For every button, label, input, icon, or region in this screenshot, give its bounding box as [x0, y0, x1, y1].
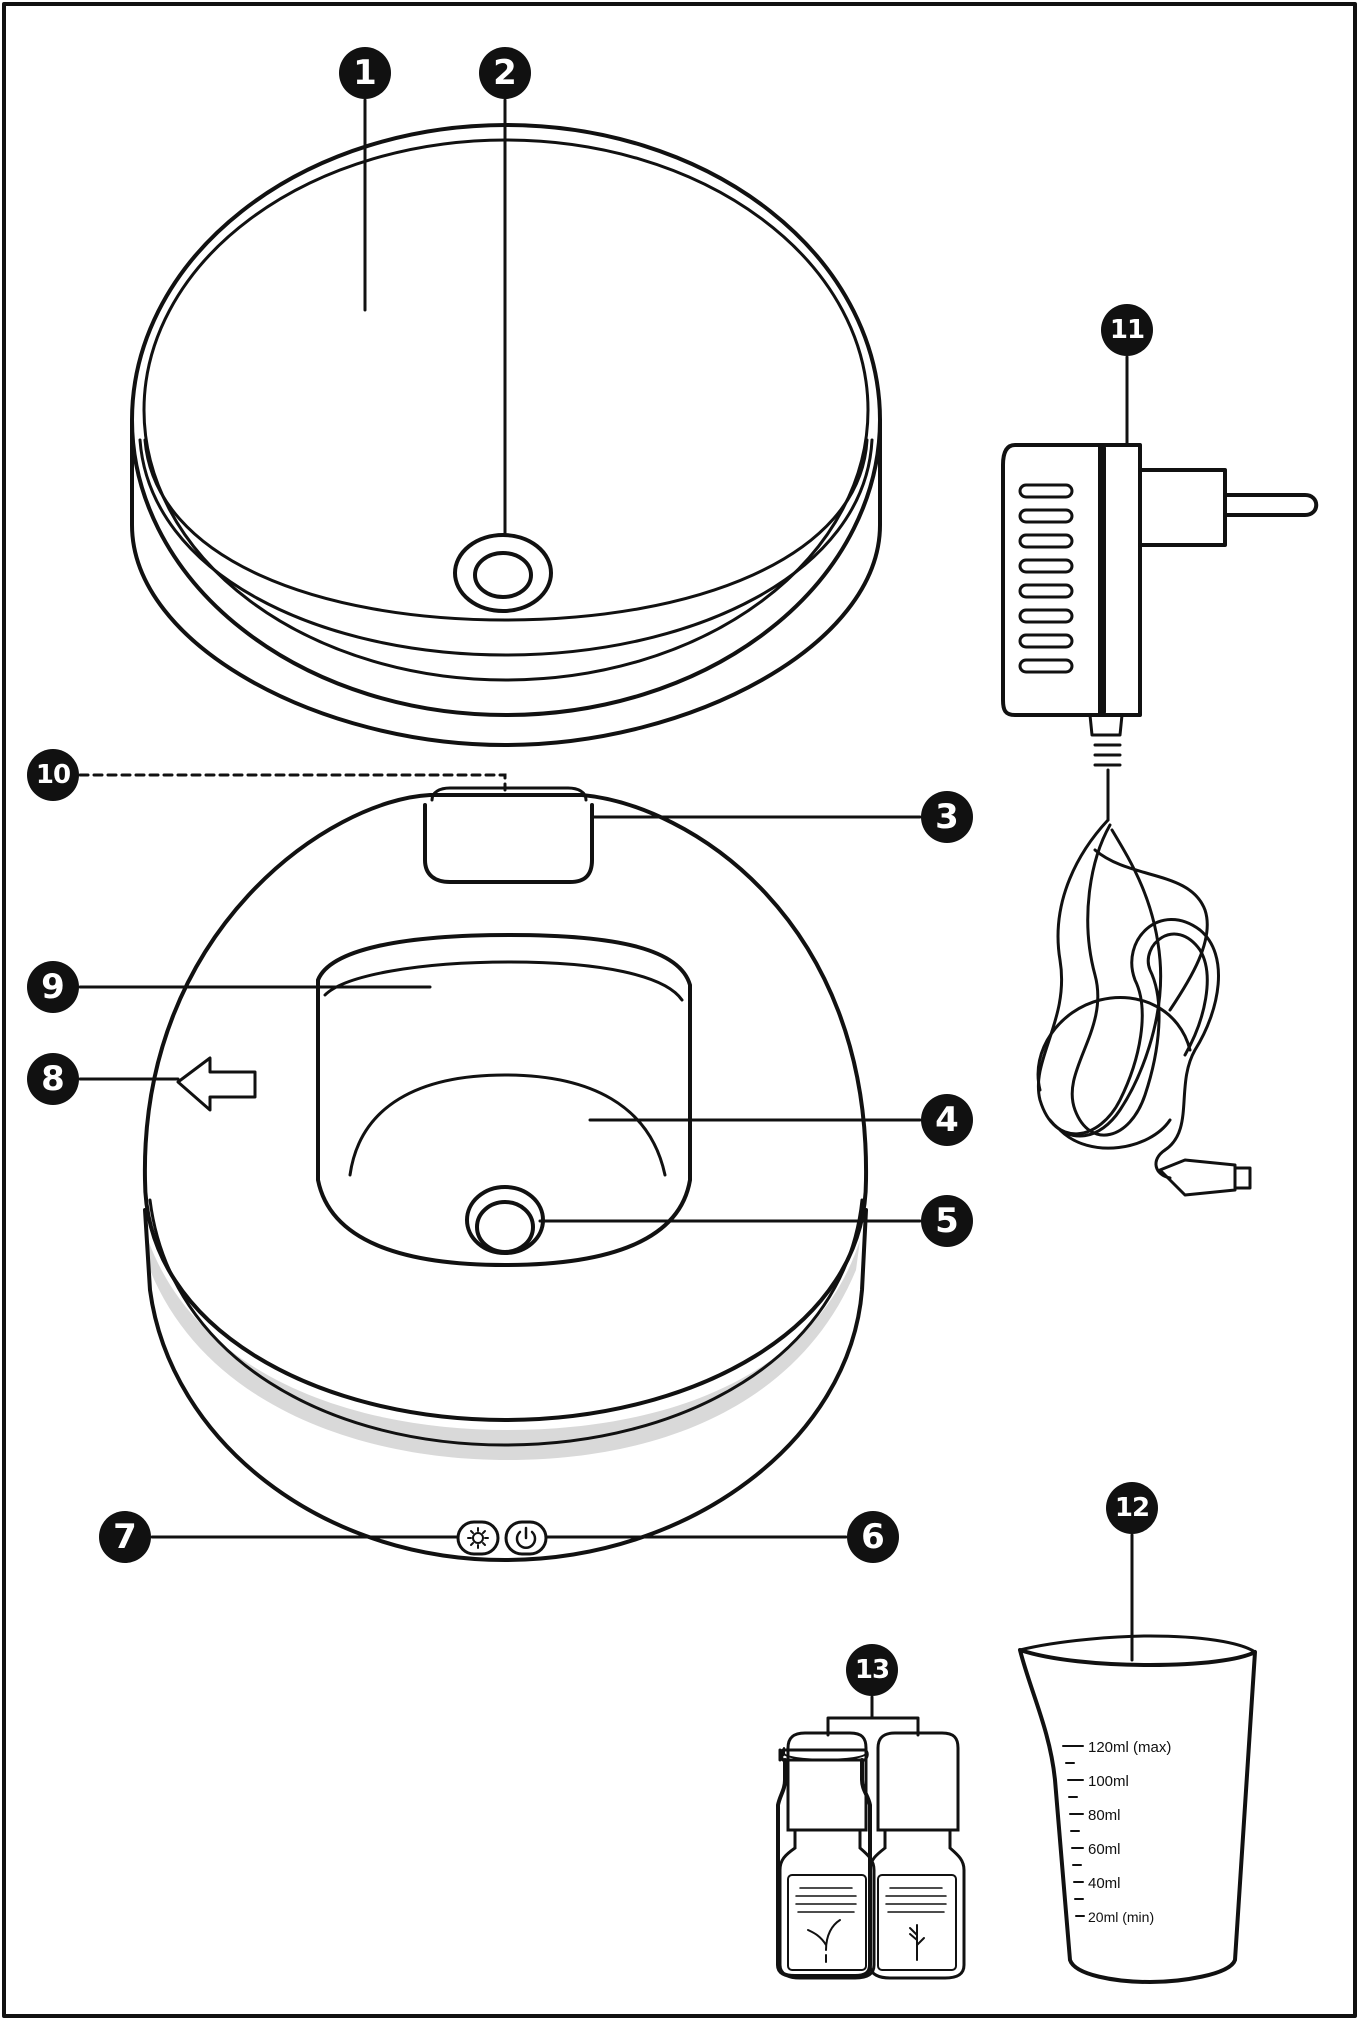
- base: [142, 786, 869, 1562]
- callout-1: 1: [339, 47, 391, 99]
- callout-11: 11: [1101, 304, 1153, 356]
- measuring-cup: 120ml (max) 100ml 80ml 60ml 40ml 20ml (m…: [1018, 1634, 1257, 1984]
- cup-mark-80: 80ml: [1088, 1807, 1121, 1824]
- callout-9: 9: [27, 961, 79, 1013]
- callout-6: 6: [847, 1511, 899, 1563]
- callout-10: 10: [27, 749, 79, 801]
- lid: [130, 123, 882, 747]
- cover-release-tab: [423, 803, 594, 884]
- power-icon: [515, 1526, 537, 1549]
- power-adapter: [1001, 443, 1319, 1197]
- cup-mark-100: 100ml: [1088, 1773, 1129, 1790]
- light-ring: [148, 1240, 860, 1460]
- cup-mark-120: 120ml (max): [1088, 1739, 1171, 1756]
- cup-mark-20: 20ml (min): [1088, 1909, 1154, 1925]
- cup-mark-60: 60ml: [1088, 1841, 1121, 1858]
- adapter-vents: [1018, 483, 1074, 674]
- oil-bottle-left: [776, 1747, 872, 1978]
- cable: [1036, 768, 1220, 1180]
- direction-arrow: [176, 1056, 257, 1112]
- callout-4: 4: [921, 1094, 973, 1146]
- light-button: [456, 1520, 500, 1556]
- callout-5: 5: [921, 1195, 973, 1247]
- water-tank: [316, 933, 692, 1267]
- callout-3: 3: [921, 791, 973, 843]
- callout-8: 8: [27, 1053, 79, 1105]
- callout-12: 12: [1106, 1482, 1158, 1534]
- sun-icon: [467, 1527, 489, 1549]
- cup-mark-40: 40ml: [1088, 1875, 1121, 1892]
- callout-7: 7: [99, 1511, 151, 1563]
- mist-outlet: [453, 533, 553, 613]
- callout-13: 13: [846, 1644, 898, 1696]
- cup-ticks: [1062, 1745, 1085, 1917]
- callout-2: 2: [479, 47, 531, 99]
